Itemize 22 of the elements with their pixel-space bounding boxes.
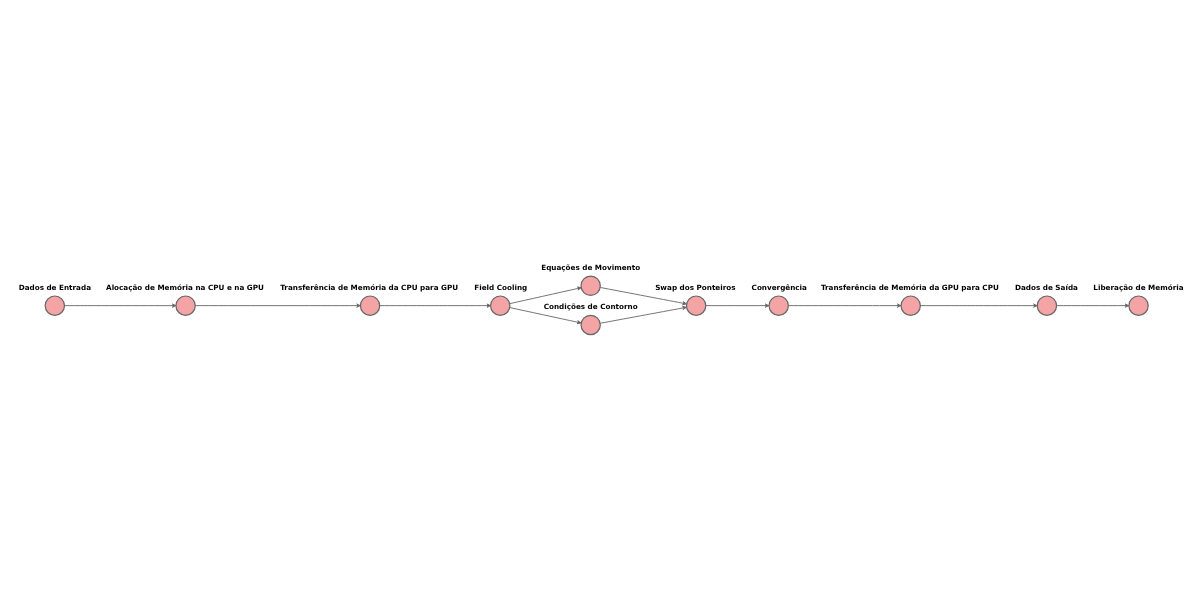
node-circle [1128, 294, 1149, 316]
node-circle [580, 314, 601, 335]
arrow [788, 303, 902, 308]
arrow [379, 303, 492, 308]
arrow [64, 303, 177, 308]
node-circle [1036, 294, 1058, 316]
node-circle [359, 294, 381, 316]
node-circle [900, 294, 921, 316]
node-circle [580, 275, 601, 296]
arrow [919, 303, 1038, 308]
node-circle [490, 294, 511, 316]
arrow [1056, 303, 1130, 308]
arrow [509, 285, 582, 304]
node-circle [175, 294, 196, 316]
arrow [599, 286, 687, 305]
arrow [194, 303, 361, 308]
arrow [509, 306, 582, 324]
node-circle [768, 294, 789, 316]
node-circle [685, 294, 707, 316]
arrow [705, 303, 770, 308]
node-circle [44, 294, 66, 316]
arrow [599, 305, 687, 324]
